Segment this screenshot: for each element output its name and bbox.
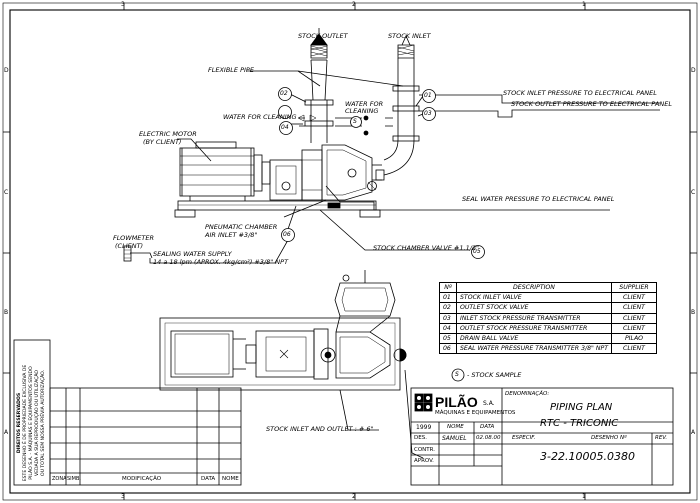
label-outlet-pressure: STOCK OUTLET PRESSURE TO ELECTRICAL PANE… bbox=[511, 100, 672, 108]
des-label: DES. bbox=[414, 435, 427, 441]
denominacao-label: DENOMINAÇÃO: bbox=[505, 391, 550, 397]
label-flowmeter-client: (CLIENT) bbox=[115, 242, 144, 250]
rev-data: DATA bbox=[201, 476, 216, 482]
zone-label-right-a: A bbox=[691, 429, 696, 436]
zone-label-right-c: C bbox=[691, 189, 696, 196]
label-flowmeter: FLOWMETER bbox=[113, 234, 155, 242]
balloon-04: 04 bbox=[281, 124, 289, 131]
rev-zona: ZONA bbox=[52, 476, 67, 482]
label-inlet-pressure: STOCK INLET PRESSURE TO ELECTRICAL PANEL bbox=[503, 89, 657, 97]
des-name: SAMUEL bbox=[442, 435, 467, 442]
label-pneumatic-chamber: PNEUMATIC CHAMBER bbox=[205, 223, 278, 231]
balloon-06: 06 bbox=[283, 231, 291, 238]
sample-symbol-legend: S bbox=[455, 371, 459, 378]
drawing-title-line1: PIPING PLAN bbox=[550, 402, 613, 413]
header-supplier: SUPPLIER bbox=[611, 281, 657, 294]
copyright-notice: DIREITOS RESERVADOS ESTE DESENHO É DE PR… bbox=[17, 353, 47, 493]
plan-view bbox=[159, 270, 424, 459]
label-sealing-water-flow: 14 a 18 lpm (APROX. 4kg/cm²) #3/8" NPT bbox=[153, 258, 289, 266]
label-water-for: WATER FOR bbox=[345, 100, 384, 108]
balloon-03: 03 bbox=[424, 110, 432, 117]
zone-label-top-1: 1 bbox=[582, 1, 586, 8]
desenho-label: DESENHO Nº bbox=[591, 435, 627, 441]
des-date: 02.08.00 bbox=[476, 435, 501, 441]
zone-label-top-2: 2 bbox=[352, 1, 356, 8]
rev-modificacao: MODIFICAÇÃO bbox=[122, 476, 162, 482]
data-header: DATA bbox=[480, 424, 495, 430]
title-block-lines bbox=[13, 339, 674, 486]
label-cleaning: CLEANING bbox=[345, 107, 379, 115]
header-description: DESCRIPTION bbox=[456, 281, 612, 294]
label-stock-outlet: STOCK OUTLET bbox=[298, 32, 348, 40]
zone-label-left-b: B bbox=[4, 309, 9, 316]
sample-symbol-elevation: S bbox=[353, 118, 357, 125]
elevation-view bbox=[130, 28, 660, 264]
zone-label-right-d: D bbox=[691, 67, 696, 74]
label-air-inlet: AIR INLET #3/8" bbox=[205, 231, 258, 239]
zone-label-top-3: 3 bbox=[121, 1, 125, 8]
rev-label: REV. bbox=[655, 435, 668, 441]
copyright-line: OU TOTAL SEM NOSSA PRÉVIA AUTORIZAÇÃO. bbox=[41, 369, 46, 477]
label-stock-sample: - STOCK SAMPLE bbox=[467, 371, 522, 379]
aprov-label: APROV. bbox=[414, 458, 434, 464]
label-stock-chamber-valve: STOCK CHAMBER VALVE #1.1/2" bbox=[373, 244, 480, 252]
zone-label-left-c: C bbox=[4, 189, 9, 196]
rev-nome: NOME bbox=[222, 476, 239, 482]
label-stock-inlet-outlet: STOCK INLET AND OUTLET : # 6" bbox=[266, 425, 374, 433]
label-sealing-water-supply: SEALING WATER SUPPLY bbox=[153, 250, 232, 258]
rev-simb: SIMB. bbox=[67, 476, 81, 482]
brand-suffix: S.A. bbox=[483, 400, 495, 407]
brand-subtitle: MÁQUINAS E EQUIPAMENTOS bbox=[435, 410, 516, 416]
year: 1999 bbox=[416, 424, 432, 431]
label-flexible-pipe: FLEXIBLE PIPE bbox=[208, 66, 254, 74]
label-seal-water-pressure: SEAL WATER PRESSURE TO ELECTRICAL PANEL bbox=[462, 195, 615, 203]
drawing-number: 3-22.10005.0380 bbox=[540, 450, 635, 463]
label-stock-inlet: STOCK INLET bbox=[388, 32, 431, 40]
balloon-02: 02 bbox=[280, 90, 288, 97]
zone-label-left-d: D bbox=[4, 67, 9, 74]
balloon-01: 01 bbox=[424, 92, 432, 99]
especif-label: ESPECIF. bbox=[512, 435, 536, 441]
zone-label-bottom-2: 2 bbox=[352, 493, 356, 500]
nome-header: NOME bbox=[447, 424, 464, 430]
zone-label-bottom-3: 3 bbox=[121, 493, 125, 500]
balloon-05: 05 bbox=[473, 248, 481, 255]
zone-label-left-a: A bbox=[4, 429, 9, 436]
label-by-client: (BY CLIENT) bbox=[143, 138, 182, 146]
drawing-title-line2: RTC - TRICONIC bbox=[540, 418, 619, 429]
brand-logo: PILÃO bbox=[435, 394, 478, 410]
zone-label-right-b: B bbox=[691, 309, 696, 316]
label-water-for-cleaning: WATER FOR CLEANING bbox=[223, 113, 297, 121]
zone-label-bottom-1: 1 bbox=[582, 493, 586, 500]
label-electric-motor: ELECTRIC MOTOR bbox=[139, 130, 197, 138]
header-number: Nº bbox=[439, 281, 457, 294]
parts-table-header: Nº DESCRIPTION SUPPLIER bbox=[439, 281, 657, 294]
contr-label: CONTR. bbox=[414, 447, 436, 453]
